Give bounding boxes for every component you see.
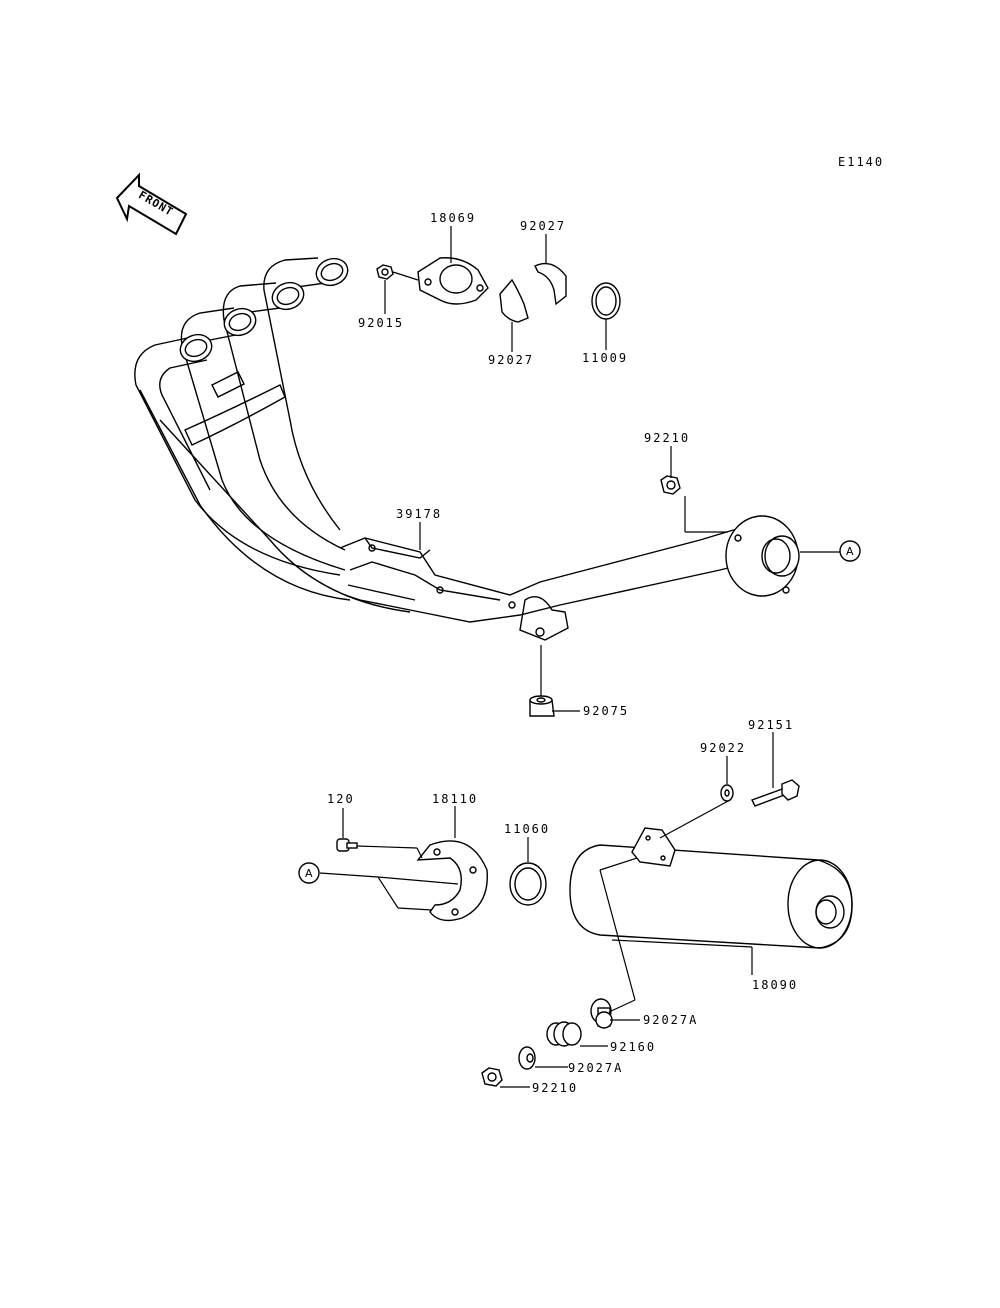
label-11060: 11060 [504, 822, 550, 836]
label-18069: 18069 [430, 211, 476, 225]
damper-92160 [546, 1021, 582, 1047]
label-92022: 92022 [700, 741, 746, 755]
label-39178: 39178 [396, 507, 442, 521]
nut-92210-bottom [481, 1067, 503, 1087]
ref-marker-a-lower-label: A [305, 867, 313, 880]
exhaust-header-pipes [134, 257, 800, 641]
split-collar-92027-bottom [499, 278, 529, 323]
label-92151: 92151 [748, 718, 794, 732]
label-92027A-lower: 92027A [568, 1061, 623, 1075]
label-92210-top: 92210 [644, 431, 690, 445]
damper-92075 [529, 695, 555, 717]
split-collar-92027-top [534, 262, 567, 306]
washer-92027A-lower [518, 1046, 536, 1070]
ref-marker-a-upper-label: A [846, 545, 854, 558]
ref-marker-a-lower: A [298, 862, 320, 884]
label-18110: 18110 [432, 792, 478, 806]
ref-marker-a-upper: A [839, 540, 861, 562]
label-92027-bottom: 92027 [488, 353, 534, 367]
gasket-11060 [509, 862, 547, 906]
diagram-code: E1140 [838, 155, 884, 169]
muffler-18090 [569, 827, 853, 949]
protector-18110 [416, 840, 488, 922]
label-92027A-upper: 92027A [643, 1013, 698, 1027]
label-11009: 11009 [582, 351, 628, 365]
nut-92210-top [660, 475, 681, 495]
gasket-11009 [591, 282, 621, 320]
label-92160: 92160 [610, 1040, 656, 1054]
bolt-92151 [751, 779, 800, 807]
label-92015: 92015 [358, 316, 404, 330]
collar-92027A-upper [590, 998, 613, 1029]
label-120: 120 [327, 792, 355, 806]
leader-lines [319, 226, 840, 1088]
nut-92015 [376, 264, 394, 280]
front-arrow-icon: FRONT [115, 172, 188, 236]
label-92210-bottom: 92210 [532, 1081, 578, 1095]
label-18090: 18090 [752, 978, 798, 992]
label-92027-top: 92027 [520, 219, 566, 233]
label-92075: 92075 [583, 704, 629, 718]
bolt-120 [336, 838, 358, 852]
header-flange-18069 [417, 257, 489, 305]
washer-92022 [720, 784, 734, 802]
